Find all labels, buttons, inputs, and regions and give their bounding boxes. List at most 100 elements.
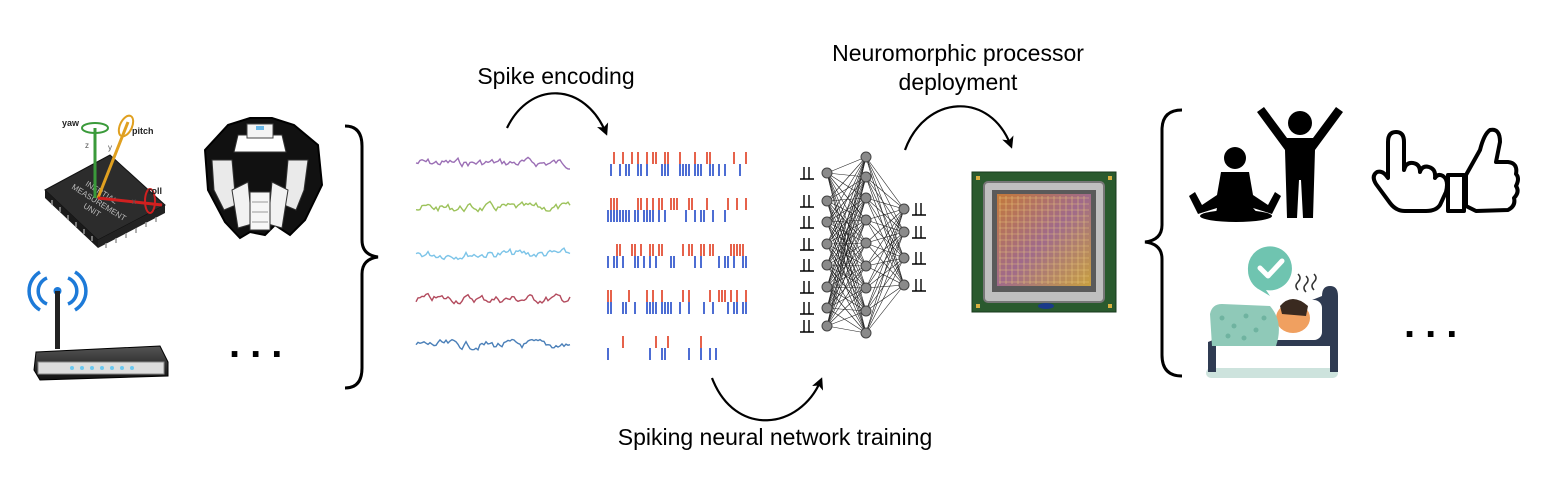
synapse [826,200,867,312]
deployment-arrow [903,105,1014,151]
meditation-pose-icon [1189,147,1281,222]
input-neuron [821,216,833,228]
synapse [865,208,905,221]
spike-glyph [912,252,926,265]
synapse [826,243,867,312]
training-arrow [710,377,824,422]
spike-glyph [800,216,814,229]
axis-yaw-label: yaw [62,118,80,128]
hidden-neuron [860,192,872,204]
synapse [865,197,905,210]
synapse [826,197,867,327]
output-neuron [898,252,910,264]
synapse [865,242,905,259]
more-sensors-ellipsis: ... [229,322,293,366]
spike-glyph [800,195,814,208]
spike-glyph [912,226,926,239]
synapse [826,156,867,327]
input-neuron [821,302,833,314]
synapse [865,257,905,312]
hidden-neuron [860,305,872,317]
spike-glyph [800,167,814,180]
axis-y-label: y [108,143,112,152]
synapse [865,265,905,286]
synapse [865,156,905,233]
spike-glyph [800,238,814,251]
output-neuron [898,279,910,291]
more-outputs-ellipsis: ... [1404,302,1468,346]
synapse [865,284,905,289]
synapse [826,156,867,266]
synapse [865,257,905,267]
synapse [826,287,867,327]
synapse [865,257,905,334]
check-badge-icon [1247,246,1292,296]
hidden-neuron [860,282,872,294]
synapse [826,325,867,334]
processor-label-line2: deployment [898,69,1018,95]
axis-roll-label: roll [148,186,162,196]
spike-glyph [912,279,926,292]
synapse [865,257,905,289]
axis-x-label: x [132,197,136,206]
synapse [826,219,867,309]
synapse [826,200,867,289]
synapse [826,197,867,309]
synapse [826,221,867,312]
raw-signals [415,156,571,351]
synapse [826,242,867,288]
output-neuron [898,226,910,238]
pointing-hand-icon [1371,130,1449,213]
spike-glyph [912,203,926,216]
synapse [826,156,867,309]
spiking-neural-network [800,151,926,339]
synapse [865,156,905,286]
input-neuron [821,167,833,179]
synapse [865,242,905,286]
sleeping-person-icon [1206,273,1338,378]
synapse [826,243,867,334]
synapse [826,176,867,327]
spike-encoding-label: Spike encoding [477,63,635,89]
synapse [865,284,905,312]
synapse [826,286,867,312]
synapse [826,156,867,202]
synapse [865,208,905,267]
thumbs-up-icon [1446,127,1520,213]
imu-chip-icon: INERTIAL MEASUREMENT UNIT yaw pitch roll… [44,114,166,248]
input-neuron [821,195,833,207]
synapse [826,156,867,245]
axis-z-label: z [85,141,89,150]
wearable-armband-icon [203,117,324,240]
hidden-neuron [860,171,872,183]
synapse [826,172,867,289]
input-neuron [821,259,833,271]
output-brace [1144,108,1183,378]
spike-glyph [800,320,814,333]
raw-signal-3 [415,247,571,261]
spike-glyph [800,302,814,315]
input-neuron [821,320,833,332]
synapse [826,243,867,289]
wifi-router-icon [27,270,169,381]
synapse [826,219,867,327]
synapse [826,156,867,174]
spike-glyph [800,259,814,272]
synapse [865,231,905,334]
raw-signal-1 [415,156,571,170]
synapse [865,208,905,334]
synapse [826,286,867,334]
synapse [865,208,905,289]
spike-encoding-arrow [506,92,609,136]
input-neuron [821,238,833,250]
arms-up-pose-icon [1257,107,1343,218]
snn-training-label: Spiking neural network training [617,424,933,450]
synapse [826,156,867,223]
synapse [826,242,867,327]
input-brace [344,124,379,390]
raw-signal-4 [415,292,571,305]
axis-pitch-label: pitch [132,126,154,136]
synapse [826,265,867,327]
